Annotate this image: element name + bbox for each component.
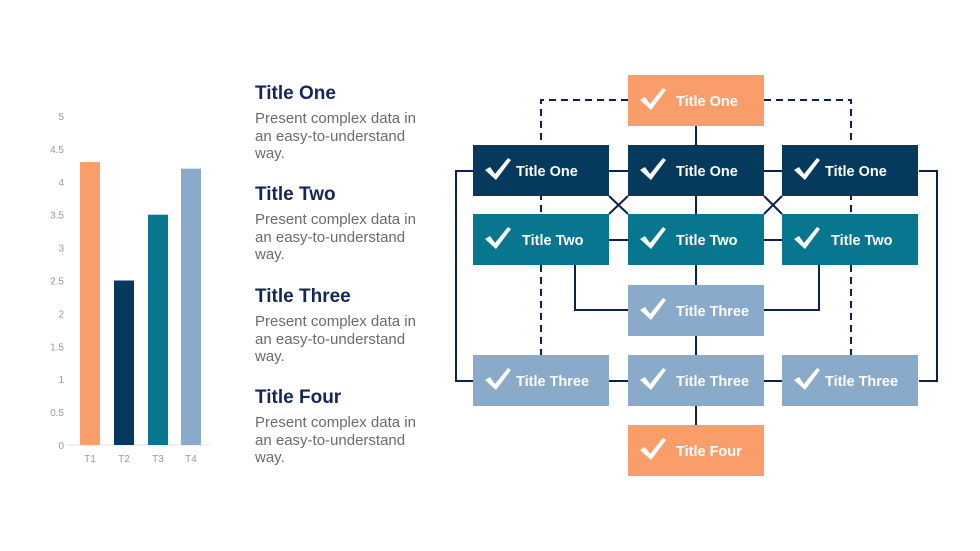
diagram-box: Title One (782, 145, 918, 196)
y-tick-label: 4.5 (50, 145, 64, 156)
y-tick-label: 0.5 (50, 408, 64, 419)
diagram-box: Title Three (473, 355, 609, 406)
y-tick-label: 2 (58, 309, 64, 320)
x-tick-label: T1 (84, 454, 96, 465)
bar-T1 (80, 162, 100, 445)
y-tick-label: 3.5 (50, 211, 64, 222)
check-icon (640, 438, 666, 460)
check-icon (640, 227, 666, 249)
y-tick-label: 2.5 (50, 277, 64, 288)
diagram-box: Title Two (473, 214, 609, 265)
diagram-box: Title Three (782, 355, 918, 406)
y-tick-label: 3 (58, 244, 64, 255)
diagram-box: Title One (628, 75, 764, 126)
box-label: Title Four (676, 444, 742, 460)
check-icon (485, 227, 511, 249)
box-label: Title One (676, 164, 738, 180)
box-label: Title Three (676, 374, 749, 390)
item-body: Present complex data in an easy-to-under… (255, 414, 416, 466)
box-label: Title Two (831, 233, 893, 249)
item-body: Present complex data in an easy-to-under… (255, 211, 416, 263)
box-label: Title One (825, 164, 887, 180)
item-title: Title Two (255, 184, 336, 205)
dashed-connector (540, 99, 852, 355)
y-tick-label: 4 (58, 178, 64, 189)
x-tick-label: T2 (118, 454, 130, 465)
box-label: Title Three (676, 304, 749, 320)
diagram-box: Title Three (628, 355, 764, 406)
check-icon (485, 368, 511, 390)
item-body: Present complex data in an easy-to-under… (255, 313, 416, 365)
bar-T2 (114, 280, 134, 445)
loop-connector (455, 170, 938, 382)
y-tick-label: 1 (58, 375, 64, 386)
cross-connector (608, 195, 783, 215)
box-label: Title Two (676, 233, 738, 249)
check-icon (794, 227, 820, 249)
diagram-box: Title One (628, 145, 764, 196)
check-icon (640, 158, 666, 180)
diagram-box: Title Two (628, 214, 764, 265)
check-icon (794, 368, 820, 390)
solid-connector (574, 265, 820, 311)
y-tick-label: 1.5 (50, 342, 64, 353)
bar-T3 (148, 214, 168, 445)
y-tick-label: 5 (58, 112, 64, 123)
x-tick-label: T3 (152, 454, 164, 465)
item-title: Title One (255, 83, 336, 104)
x-tick-label: T4 (185, 454, 197, 465)
diagram-box: Title Four (628, 425, 764, 476)
box-label: Title Three (825, 374, 898, 390)
bar-T4 (181, 168, 201, 445)
check-icon (640, 298, 666, 320)
box-label: Title One (516, 164, 578, 180)
y-tick-label: 0 (58, 441, 64, 452)
bar-chart: 0 0.5 1 1.5 2 2.5 3 3.5 4 4.5 5T1 T2 T3 T4 (50, 112, 210, 465)
check-icon (640, 368, 666, 390)
diagram-box: Title Two (782, 214, 918, 265)
check-icon (485, 158, 511, 180)
item-body: Present complex data in an easy-to-under… (255, 110, 416, 162)
box-label: Title Two (522, 233, 584, 249)
solid-connector (609, 170, 782, 382)
check-icon (794, 158, 820, 180)
box-label: Title One (676, 94, 738, 110)
diagram-box: Title One (473, 145, 609, 196)
box-label: Title Three (516, 374, 589, 390)
diagram-box: Title Three (628, 285, 764, 336)
check-icon (640, 88, 666, 110)
item-title: Title Four (255, 387, 342, 408)
connectors (455, 99, 938, 425)
item-title: Title Three (255, 286, 351, 307)
